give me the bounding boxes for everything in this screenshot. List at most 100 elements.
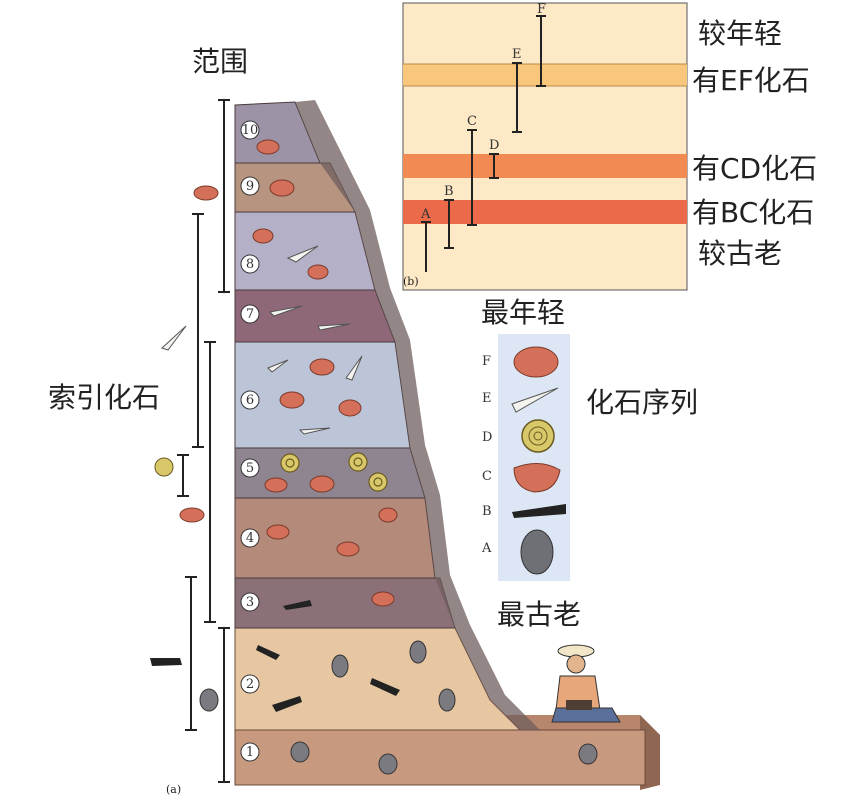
side-graptolite-icon bbox=[150, 658, 182, 666]
graptolite-icon bbox=[512, 504, 566, 518]
band-ef-label: 有EF化石 bbox=[692, 64, 810, 97]
ammonite-icon bbox=[521, 419, 555, 453]
side-ammonite-icon bbox=[154, 457, 174, 477]
oldest-label: 最古老 bbox=[497, 598, 582, 631]
fossil-clam bbox=[269, 179, 295, 197]
fossil-brachiopod bbox=[266, 524, 290, 540]
fossil-clam bbox=[252, 228, 274, 244]
fossil-ammonite bbox=[368, 472, 388, 492]
fossil-brachiopod bbox=[378, 507, 398, 523]
fossil-ammonite bbox=[280, 453, 300, 473]
range-letter-d: D bbox=[489, 138, 500, 153]
layer-number-5: 5 bbox=[246, 461, 254, 476]
fossil-trilobite bbox=[378, 753, 398, 775]
geologist-figure bbox=[551, 644, 621, 723]
range-letter-f: F bbox=[537, 2, 547, 17]
layer-number-badge bbox=[240, 304, 260, 324]
layer-number-8: 8 bbox=[246, 257, 254, 272]
fossil-trilobite bbox=[409, 640, 427, 664]
range-line-a bbox=[421, 221, 431, 272]
fossil-brachiopod bbox=[309, 475, 335, 493]
range-letter-a: A bbox=[421, 207, 431, 222]
youngest-label: 最年轻 bbox=[481, 296, 566, 329]
range-line-c bbox=[467, 129, 477, 226]
side-trilobite-icon bbox=[199, 688, 219, 712]
fossil-graptolite bbox=[370, 678, 400, 696]
fossil-ammonite bbox=[348, 452, 368, 472]
fossil-brachiopod bbox=[338, 399, 362, 417]
range-bar-lower bbox=[185, 576, 197, 731]
sequence-letter-a: A bbox=[482, 541, 492, 556]
cliff-face bbox=[295, 100, 540, 730]
band-cd-label: 有CD化石 bbox=[692, 152, 818, 185]
fossil-trilobite bbox=[438, 688, 456, 712]
layer-6 bbox=[234, 341, 411, 449]
layer-3 bbox=[234, 577, 456, 629]
fossil-brachiopod bbox=[371, 591, 395, 607]
fossil-trilobite bbox=[578, 743, 598, 765]
side-clam-icon bbox=[193, 185, 219, 201]
fossil-graptolite bbox=[272, 696, 302, 712]
range-line-e bbox=[512, 62, 522, 133]
brachiopod-icon bbox=[513, 463, 561, 493]
fossil-trilobite bbox=[331, 654, 349, 678]
layer-number-badge bbox=[240, 674, 260, 694]
layer-number-3: 3 bbox=[246, 595, 254, 610]
inset-panel bbox=[402, 2, 688, 291]
fossil-brachiopod bbox=[336, 541, 360, 557]
layer-number-6: 6 bbox=[246, 393, 254, 408]
range-letter-e: E bbox=[512, 47, 522, 62]
fossil-snail bbox=[286, 245, 319, 263]
panel-a-label: (a) bbox=[166, 783, 182, 796]
band-bc-label: 有BC化石 bbox=[692, 196, 815, 229]
range-letter-c: C bbox=[467, 114, 477, 129]
fossil-snail bbox=[268, 305, 303, 317]
sequence-letter-b: B bbox=[482, 504, 492, 519]
range-line-d bbox=[489, 153, 499, 179]
layer-number-4: 4 bbox=[246, 531, 254, 546]
fossil-snail bbox=[317, 323, 351, 331]
layer-number-2: 2 bbox=[246, 677, 254, 692]
layer-4 bbox=[234, 497, 436, 579]
layer-number-10: 10 bbox=[242, 123, 259, 138]
band-bc bbox=[403, 200, 687, 224]
layer-number-badge bbox=[240, 458, 260, 478]
layer-number-badge bbox=[240, 742, 260, 762]
fossil-brachiopod bbox=[279, 391, 305, 409]
fossil-clam bbox=[307, 264, 329, 280]
younger-label: 较年轻 bbox=[698, 17, 783, 50]
fossil-brachiopod bbox=[264, 477, 288, 493]
fossil-snail bbox=[298, 427, 331, 435]
fossil-snail bbox=[345, 355, 363, 381]
range-label: 范围 bbox=[192, 45, 249, 78]
older-label: 较古老 bbox=[698, 237, 783, 270]
sequence-letter-d: D bbox=[482, 430, 493, 445]
clam-fossil-icon bbox=[513, 346, 559, 378]
layer-number-badge bbox=[240, 592, 260, 612]
fossil-sequence-label: 化石序列 bbox=[586, 386, 699, 419]
side-snail-icon bbox=[161, 325, 187, 351]
snail-shell-icon bbox=[511, 387, 559, 413]
layer-number-badge bbox=[240, 176, 260, 196]
band-cd bbox=[403, 154, 687, 178]
range-line-b bbox=[444, 199, 454, 249]
trilobite-icon bbox=[520, 529, 554, 575]
fossil-graptolite bbox=[256, 645, 280, 660]
fossil-clam bbox=[256, 139, 280, 155]
fossil-trilobite bbox=[290, 741, 310, 763]
layer-number-badge bbox=[240, 120, 260, 140]
range-bar-bottom bbox=[218, 627, 230, 783]
layer-number-badge bbox=[240, 254, 260, 274]
index-fossils-label: 索引化石 bbox=[48, 381, 161, 414]
range-bar-upper bbox=[218, 99, 230, 293]
fossil-brachiopod bbox=[309, 358, 335, 376]
band-ef bbox=[403, 64, 687, 86]
layer-number-1: 1 bbox=[246, 745, 254, 760]
range-line-f bbox=[536, 15, 546, 87]
sequence-letter-c: C bbox=[482, 469, 492, 484]
layer-number-badge bbox=[240, 528, 260, 548]
sequence-letter-f: F bbox=[482, 354, 492, 369]
range-bar-mid bbox=[192, 213, 204, 448]
range-bar-left bbox=[204, 341, 216, 623]
